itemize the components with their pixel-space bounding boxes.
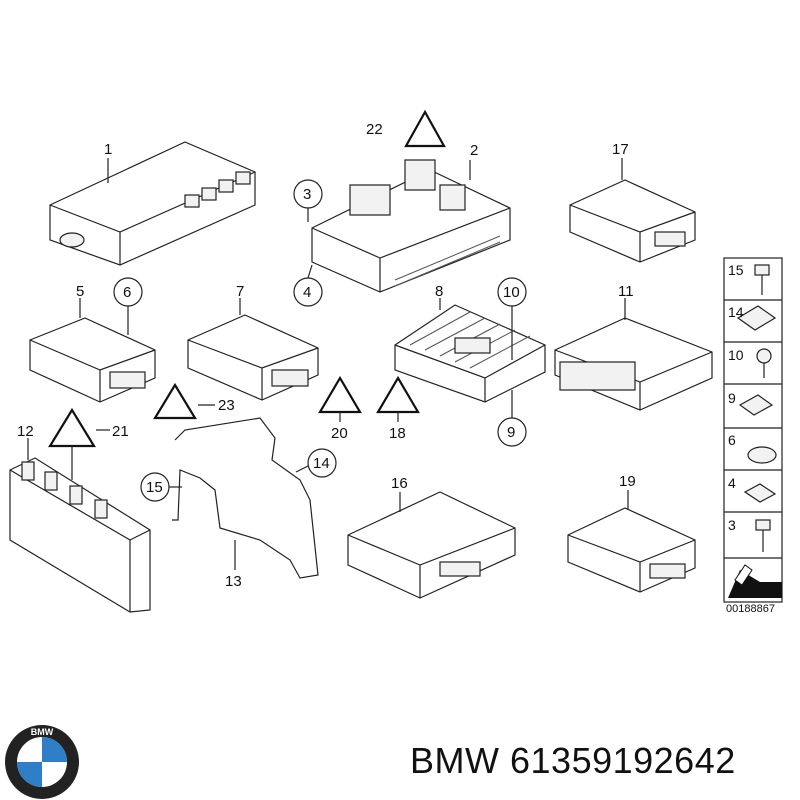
callout-20: 20 — [331, 425, 348, 442]
callout-22: 22 — [366, 121, 383, 138]
module-7 — [187, 298, 319, 401]
callout-7: 7 — [236, 283, 244, 300]
callout-15: 15 — [146, 479, 163, 496]
brand-name: BMW — [410, 740, 500, 781]
side-label-10: 10 — [728, 347, 744, 363]
side-label-4: 4 — [728, 475, 736, 491]
side-label-15: 15 — [728, 262, 744, 278]
warning-triangle-21 — [48, 407, 96, 448]
side-label-9: 9 — [728, 390, 736, 406]
callout-11: 11 — [618, 283, 634, 300]
module-2 — [311, 159, 511, 293]
bracket-13 — [172, 417, 319, 579]
module-11 — [554, 298, 713, 411]
callout-13: 13 — [225, 573, 242, 590]
warning-triangle-20 — [318, 375, 362, 414]
callout-16: 16 — [391, 475, 408, 492]
bmw-roundel-icon: BMW — [5, 725, 79, 799]
callout-4: 4 — [303, 284, 311, 301]
side-label-3: 3 — [728, 517, 736, 533]
side-label-14: 14 — [728, 304, 744, 320]
callout-17: 17 — [612, 141, 629, 158]
side-panel — [723, 257, 783, 603]
callout-14: 14 — [313, 455, 330, 472]
callout-1: 1 — [104, 141, 112, 158]
callout-3: 3 — [303, 186, 311, 203]
callout-2: 2 — [470, 142, 478, 159]
warning-triangle-22 — [404, 109, 446, 148]
module-16 — [347, 491, 516, 599]
callout-5: 5 — [76, 283, 84, 300]
module-17 — [569, 158, 696, 263]
side-label-6: 6 — [728, 432, 736, 448]
logo-letters: BMW — [31, 727, 54, 737]
drawing-number: 00188867 — [726, 603, 775, 615]
part-number: 61359192642 — [510, 740, 736, 781]
module-5 — [29, 298, 156, 403]
module-1 — [49, 141, 256, 266]
module-19 — [567, 490, 696, 593]
callout-9: 9 — [507, 424, 515, 441]
warning-triangle-23 — [153, 382, 197, 420]
callout-18: 18 — [389, 425, 406, 442]
warning-triangle-18 — [376, 375, 420, 414]
part-number-caption: BMW 61359192642 — [410, 740, 736, 782]
callout-23: 23 — [218, 397, 235, 414]
callout-12: 12 — [17, 423, 34, 440]
module-12 — [9, 438, 151, 613]
callout-10: 10 — [503, 284, 520, 301]
callout-8: 8 — [435, 283, 443, 300]
module-8 — [394, 298, 546, 403]
callout-21: 21 — [112, 423, 129, 440]
callout-6: 6 — [123, 284, 131, 301]
callout-19: 19 — [619, 473, 636, 490]
